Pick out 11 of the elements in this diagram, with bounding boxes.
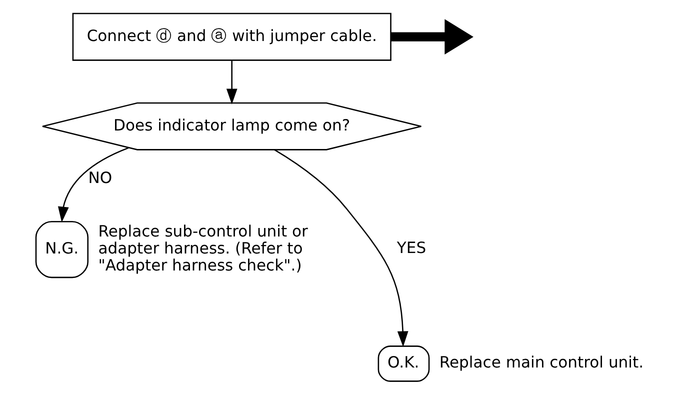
node-box: Connect ⓓ and ⓐ with jumper cable. (72, 12, 391, 61)
arrow (274, 149, 408, 347)
arrow (226, 60, 237, 104)
node-label: Replace main control unit. (438, 354, 644, 372)
node-label: Replace sub-control unit or adapter harness. (Refer to "Adapter harness check".) (98, 222, 308, 274)
edge-label: NO (88, 168, 112, 187)
arrow (390, 19, 473, 54)
edge-label: YES (396, 238, 426, 257)
node-box: N.G. (34, 221, 88, 278)
node-box: O.K. (377, 346, 430, 382)
arrow (57, 147, 128, 222)
